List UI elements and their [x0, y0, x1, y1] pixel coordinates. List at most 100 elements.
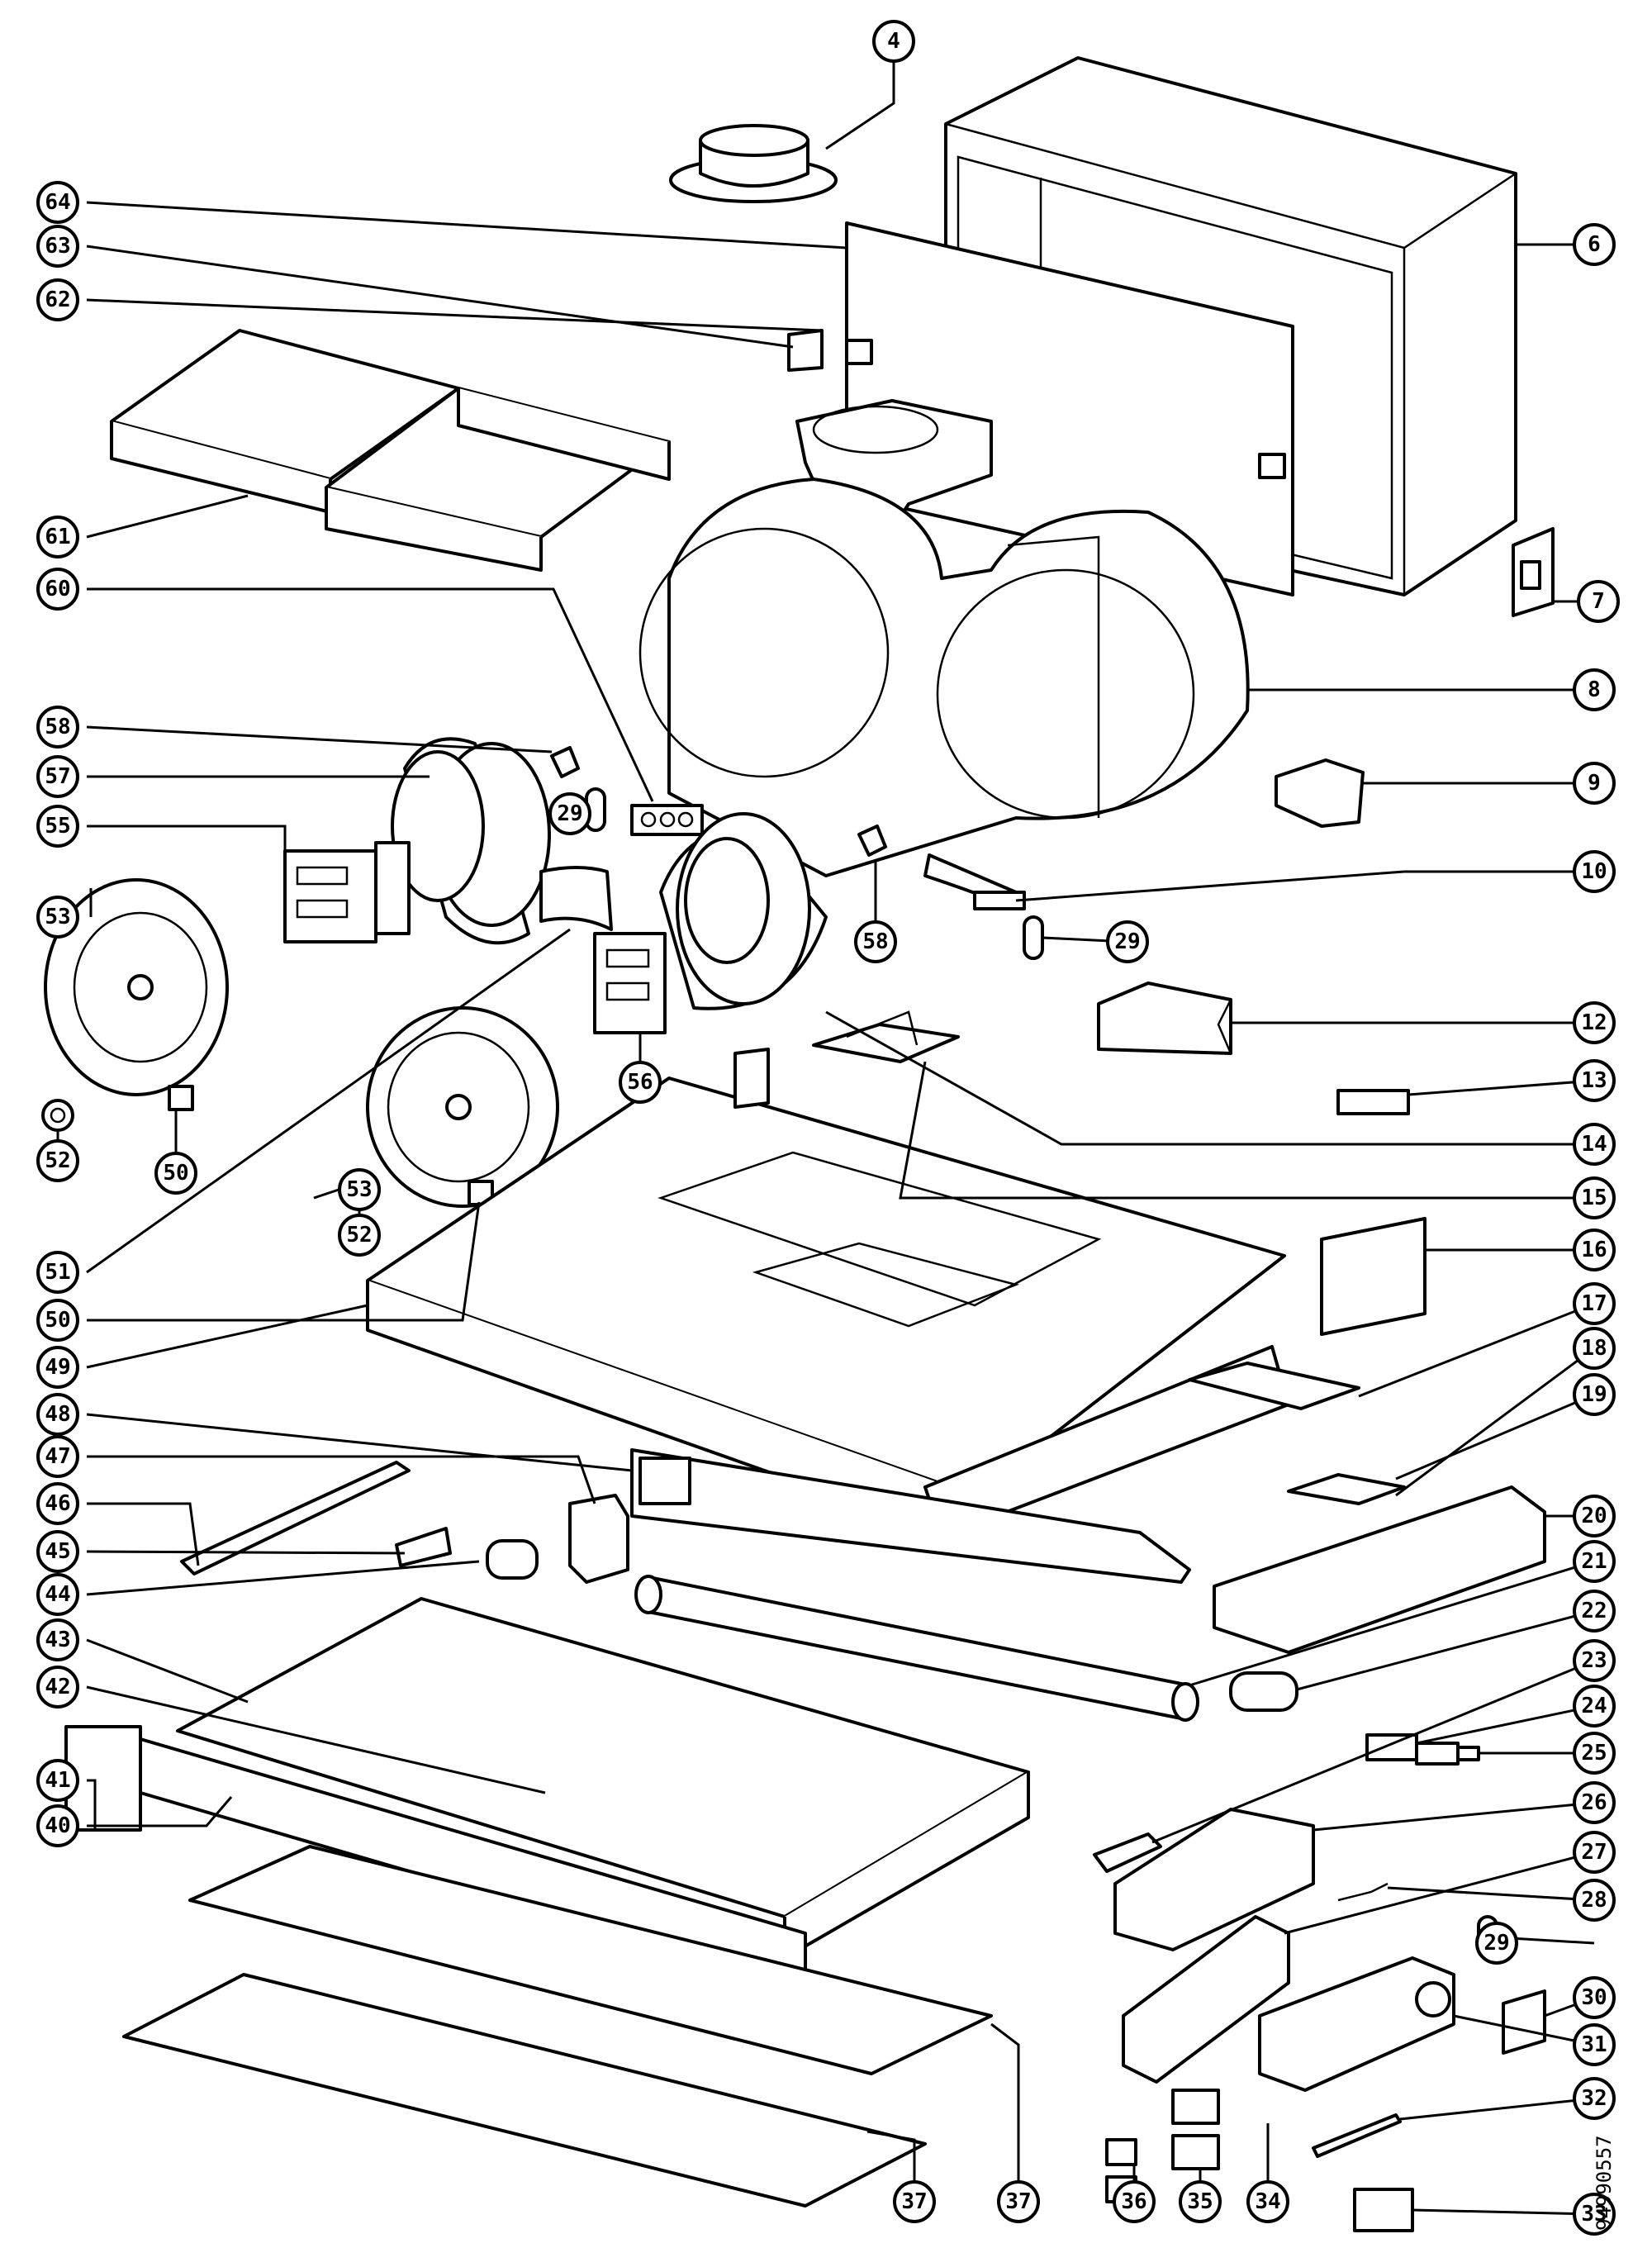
- callout-48: 48: [36, 1393, 79, 1436]
- callout-37: 37: [997, 2180, 1040, 2223]
- callout-21: 21: [1573, 1540, 1616, 1583]
- callout-34: 34: [1246, 2180, 1289, 2223]
- part-motor-fan-assembly: [593, 812, 828, 1034]
- callout-circle: [1573, 223, 1616, 266]
- callout-53: 53: [36, 896, 79, 939]
- callout-19: 19: [1573, 1373, 1616, 1416]
- part-bulb: [486, 1539, 539, 1580]
- callout-labels: 4678910121314151617181920212223242526272…: [36, 20, 1620, 2236]
- callout-circle: [1573, 1123, 1616, 1166]
- callout-circle: [36, 568, 79, 611]
- callout-number: 58: [45, 715, 70, 739]
- part-chassis: [366, 1076, 1290, 1547]
- callout-number: 23: [1581, 1648, 1607, 1673]
- callout-31: 31: [1573, 2023, 1616, 2066]
- callout-62: 62: [36, 278, 79, 321]
- callout-circle: [36, 516, 79, 558]
- callout-number: 26: [1581, 1790, 1607, 1815]
- callout-circle: [36, 181, 79, 224]
- callout-number: 33: [1581, 2202, 1607, 2227]
- part-terminal-block: [630, 804, 704, 836]
- callout-circle: [36, 1530, 79, 1573]
- part-light-housing: [630, 1448, 1191, 1584]
- callout-number: 29: [557, 801, 582, 826]
- callout-number: 58: [862, 929, 888, 954]
- callout-53-1: 53: [338, 1168, 381, 1211]
- callout-number: 37: [901, 2189, 927, 2214]
- parts-illustration: [41, 56, 1555, 2232]
- callout-29-1: 29: [548, 792, 591, 835]
- callout-circle: [36, 278, 79, 321]
- callout-47: 47: [36, 1435, 79, 1478]
- callout-circle: [1573, 1059, 1616, 1102]
- part-clips-35: [1171, 2089, 1220, 2170]
- callout-circle: [36, 1393, 79, 1436]
- part-cover: [1097, 981, 1232, 1055]
- callout-circle: [1573, 1831, 1616, 1874]
- part-small-clips: [550, 746, 887, 857]
- part-carbon-filters: [110, 329, 671, 572]
- part-switch: [1353, 2188, 1414, 2232]
- callout-50: 50: [36, 1299, 79, 1342]
- callout-37-1: 37: [893, 2180, 936, 2223]
- callout-40: 40: [36, 1804, 79, 1847]
- callout-circle: [1573, 1495, 1616, 1537]
- callout-circle: [1573, 1373, 1616, 1416]
- callout-64: 64: [36, 181, 79, 224]
- callout-number: 42: [45, 1675, 70, 1699]
- callout-number: 12: [1581, 1010, 1607, 1035]
- callout-35: 35: [1179, 2180, 1222, 2223]
- callout-number: 29: [1483, 1931, 1509, 1956]
- callout-52-1: 52: [338, 1214, 381, 1257]
- callout-circle: [36, 1573, 79, 1616]
- callout-number: 56: [627, 1070, 653, 1095]
- part-collar: [669, 124, 838, 203]
- callout-56: 56: [619, 1061, 662, 1104]
- callout-4: 4: [872, 20, 915, 63]
- part-hinge-clip: [395, 1527, 452, 1567]
- callout-circle: [36, 1618, 79, 1661]
- callout-number: 49: [45, 1355, 70, 1380]
- callout-number: 35: [1187, 2189, 1213, 2214]
- callout-circle: [338, 1168, 381, 1211]
- callout-number: 18: [1581, 1336, 1607, 1361]
- callout-22: 22: [1573, 1590, 1616, 1633]
- callout-circle: [1573, 1879, 1616, 1922]
- callout-circle: [1573, 2077, 1616, 2120]
- callout-17: 17: [1573, 1282, 1616, 1325]
- part-fluorescent-tube: [634, 1575, 1199, 1722]
- callout-circle: [1573, 1781, 1616, 1824]
- callout-number: 34: [1255, 2189, 1280, 2214]
- callout-circle: [872, 20, 915, 63]
- callout-25: 25: [1573, 1732, 1616, 1775]
- part-grease-filters: [122, 1845, 993, 2208]
- callout-number: 46: [45, 1491, 70, 1516]
- callout-60: 60: [36, 568, 79, 611]
- callout-number: 31: [1581, 2032, 1607, 2057]
- callout-number: 37: [1005, 2189, 1031, 2214]
- callout-circle: [36, 755, 79, 798]
- callout-number: 25: [1581, 1741, 1607, 1766]
- callout-13: 13: [1573, 1059, 1616, 1102]
- callout-number: 6: [1588, 232, 1601, 257]
- callout-circle: [36, 1435, 79, 1478]
- callout-9: 9: [1573, 762, 1616, 805]
- callout-circle: [1573, 1732, 1616, 1775]
- callout-24: 24: [1573, 1685, 1616, 1728]
- callout-33: 33: [1573, 2193, 1616, 2236]
- part-panel: [845, 221, 1294, 596]
- callout-46: 46: [36, 1482, 79, 1525]
- callout-circle: [1573, 762, 1616, 805]
- callout-circle: [1573, 1590, 1616, 1633]
- callout-circle: [36, 1666, 79, 1709]
- callout-circle: [154, 1152, 197, 1195]
- callout-circle: [36, 1759, 79, 1802]
- part-grille: [733, 1048, 1427, 1336]
- callout-32: 32: [1573, 2077, 1616, 2120]
- callout-44: 44: [36, 1573, 79, 1616]
- callout-circle: [1573, 668, 1616, 711]
- callout-number: 50: [45, 1308, 70, 1333]
- callout-10: 10: [1573, 850, 1616, 893]
- callout-circle: [1573, 1229, 1616, 1271]
- callout-number: 44: [45, 1582, 70, 1607]
